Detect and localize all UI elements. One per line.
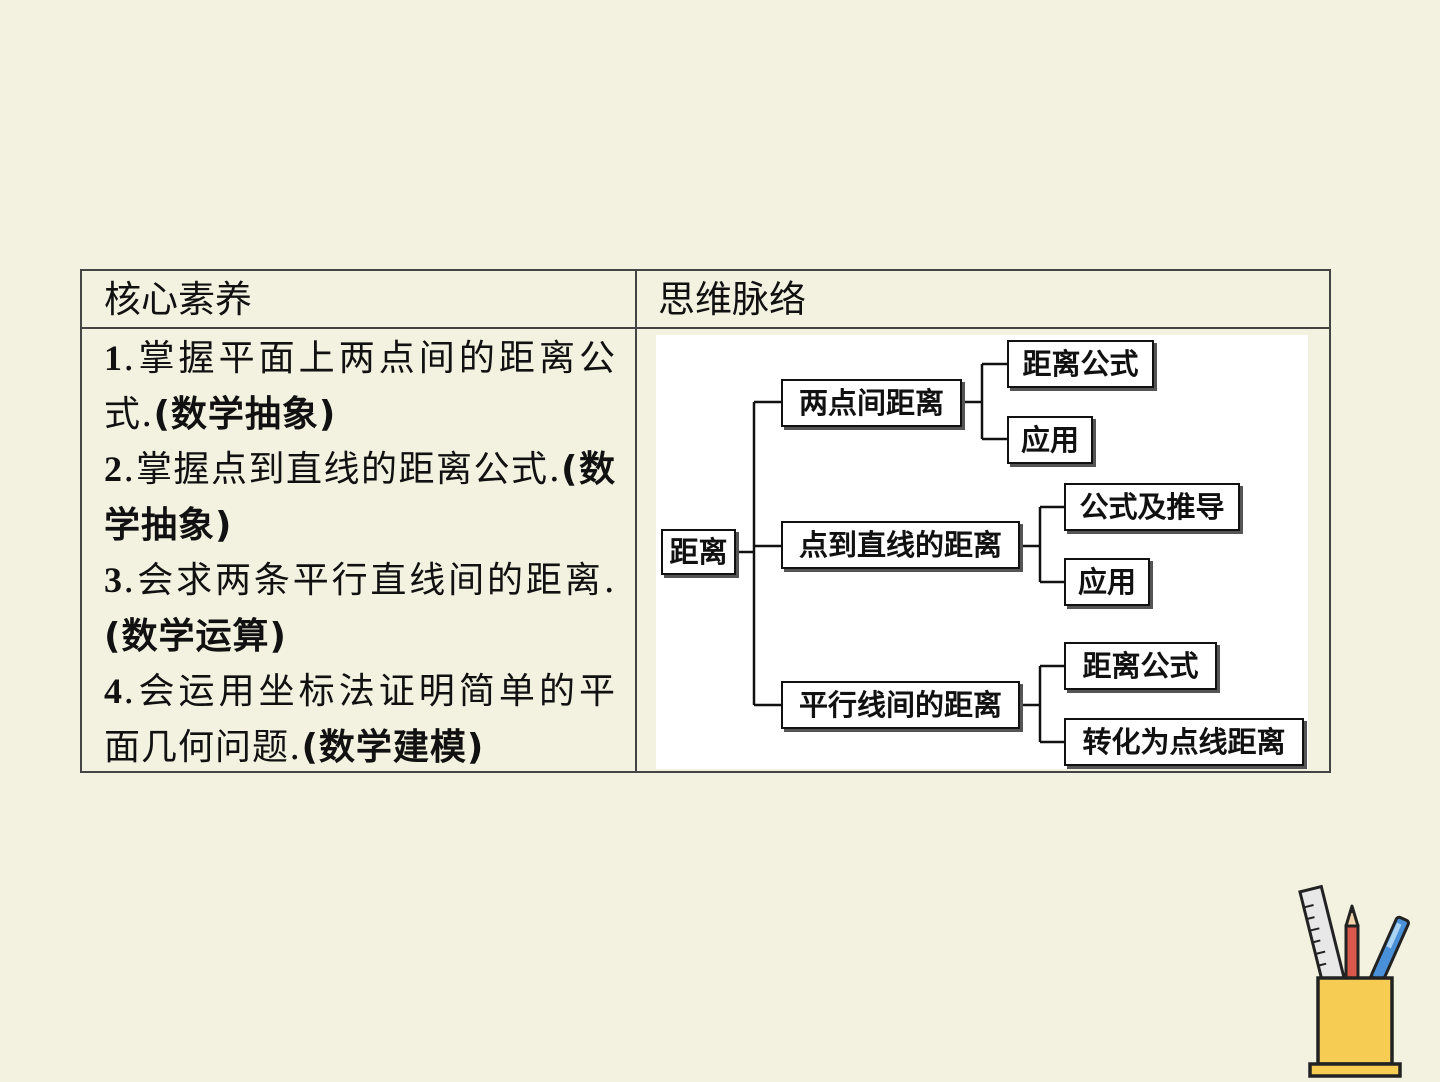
branch-two-point-distance: 两点间距离 xyxy=(781,379,962,427)
mind-map-root: 距离 xyxy=(661,529,736,575)
table-column-divider xyxy=(635,271,637,771)
leaf-application-2: 应用 xyxy=(1064,558,1150,606)
leaf-distance-formula-1: 距离公式 xyxy=(1007,340,1154,388)
table-header-divider xyxy=(82,327,1329,329)
literacy-item-1: 1.掌握平面上两点间的距离公式.(数学抽象) xyxy=(104,338,616,435)
leaf-formula-derivation: 公式及推导 xyxy=(1064,483,1240,531)
core-literacy-list: 1.掌握平面上两点间的距离公式.(数学抽象) 2.掌握点到直线的距离公式.(数学… xyxy=(104,331,616,775)
literacy-item-2: 2.掌握点到直线的距离公式.(数学抽象) xyxy=(104,449,616,546)
header-core-literacy: 核心素养 xyxy=(104,278,252,321)
mind-map-connectors xyxy=(736,362,1064,744)
branch-point-line-distance: 点到直线的距离 xyxy=(781,521,1020,569)
leaf-application-1: 应用 xyxy=(1007,416,1093,464)
literacy-item-4: 4.会运用坐标法证明简单的平面几何问题.(数学建模) xyxy=(104,671,616,768)
header-thinking-context: 思维脉络 xyxy=(658,278,806,321)
leaf-distance-formula-2: 距离公式 xyxy=(1064,642,1217,690)
leaf-convert-to-point-line: 转化为点线距离 xyxy=(1064,718,1304,766)
branch-parallel-line-distance: 平行线间的距离 xyxy=(781,681,1020,729)
literacy-item-3: 3.会求两条平行直线间的距离.(数学运算) xyxy=(104,560,616,657)
content-table: 核心素养 思维脉络 1.掌握平面上两点间的距离公式.(数学抽象) 2.掌握点到直… xyxy=(80,269,1331,773)
pencil-cup-icon xyxy=(1290,878,1420,1078)
mind-map: 距离 两点间距离 点到直线的距离 平行线间的距离 距离公式 应用 公式及推导 应… xyxy=(656,335,1308,769)
